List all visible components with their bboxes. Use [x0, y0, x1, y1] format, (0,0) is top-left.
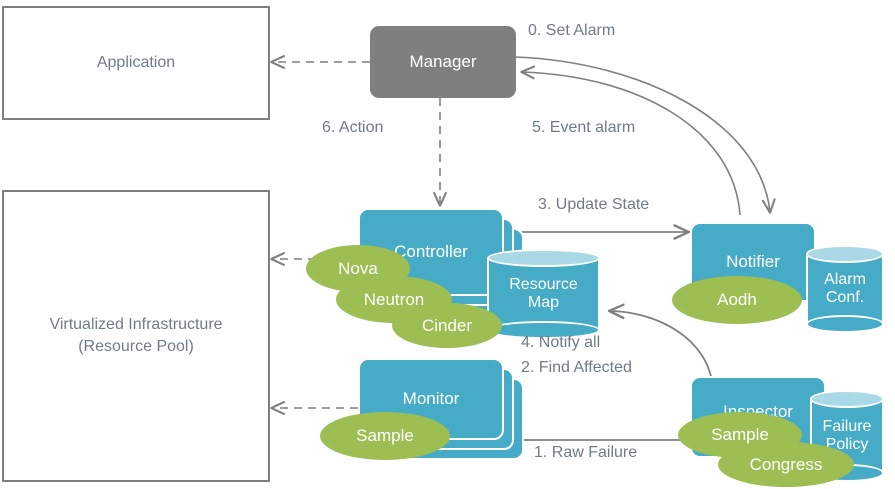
application-box[interactable]: Application — [2, 6, 270, 120]
cylinder-bottom — [806, 315, 884, 333]
infrastructure-label-line1: Virtualized Infrastructure — [49, 316, 223, 334]
monitor-label: Monitor — [402, 389, 460, 408]
cylinder-top — [810, 390, 884, 408]
neutron-label: Neutron — [363, 289, 425, 309]
connector-event-alarm — [522, 72, 741, 216]
alarm-conf-label-line1: Alarm — [824, 270, 866, 288]
resource-map-datastore[interactable]: Resource Map — [487, 249, 600, 339]
flow-label-notify-all: 3. Update State — [538, 196, 650, 213]
virtualized-infrastructure-box[interactable]: Virtualized Infrastructure (Resource Poo… — [2, 190, 270, 482]
controller-label: Controller — [394, 242, 468, 261]
inspector-sample-label: Sample — [711, 425, 769, 444]
flow-label-action: 6. Action — [322, 119, 384, 136]
congress-label: Congress — [749, 454, 823, 474]
alarm-conf-label-line2: Conf. — [825, 289, 865, 306]
flow-label-event-alarm: 5. Event alarm — [532, 119, 636, 136]
cylinder-top — [487, 249, 600, 267]
cinder-label: Cinder — [421, 315, 473, 335]
flow-label-find-affected: 2. Find Affected — [521, 359, 632, 376]
tag-congress[interactable]: Congress — [718, 442, 854, 487]
alarm-conf-datastore[interactable]: Alarm Conf. — [806, 245, 884, 333]
resource-map-label-line2: Map — [527, 294, 560, 311]
cylinder-body — [487, 258, 600, 330]
manager-box[interactable]: Manager — [370, 26, 516, 98]
flow-label-raw-failure: 1. Raw Failure — [534, 444, 638, 461]
tag-cinder[interactable]: Cinder — [392, 303, 502, 348]
monitor-sample-label: Sample — [356, 426, 414, 445]
cylinder-body — [806, 254, 884, 324]
cylinder-top — [806, 245, 884, 263]
application-label: Application — [96, 54, 176, 72]
nova-label: Nova — [338, 258, 378, 278]
infrastructure-label-line2: (Resource Pool) — [78, 338, 194, 355]
flow-label-update-state: 4. Notify all — [521, 334, 601, 351]
resource-map-text: Resource Map — [487, 249, 600, 339]
manager-label: Manager — [409, 52, 477, 71]
resource-map-label-line1: Resource — [509, 275, 578, 293]
notifier-label: Notifier — [726, 252, 780, 271]
flow-label-set-alarm: 0. Set Alarm — [528, 22, 616, 39]
tag-monitor-sample[interactable]: Sample — [320, 412, 450, 460]
alarm-conf-text: Alarm Conf. — [806, 245, 884, 333]
failure-policy-label-line1: Failure — [822, 417, 872, 435]
tag-aodh[interactable]: Aodh — [672, 276, 802, 324]
aodh-label: Aodh — [717, 290, 757, 309]
